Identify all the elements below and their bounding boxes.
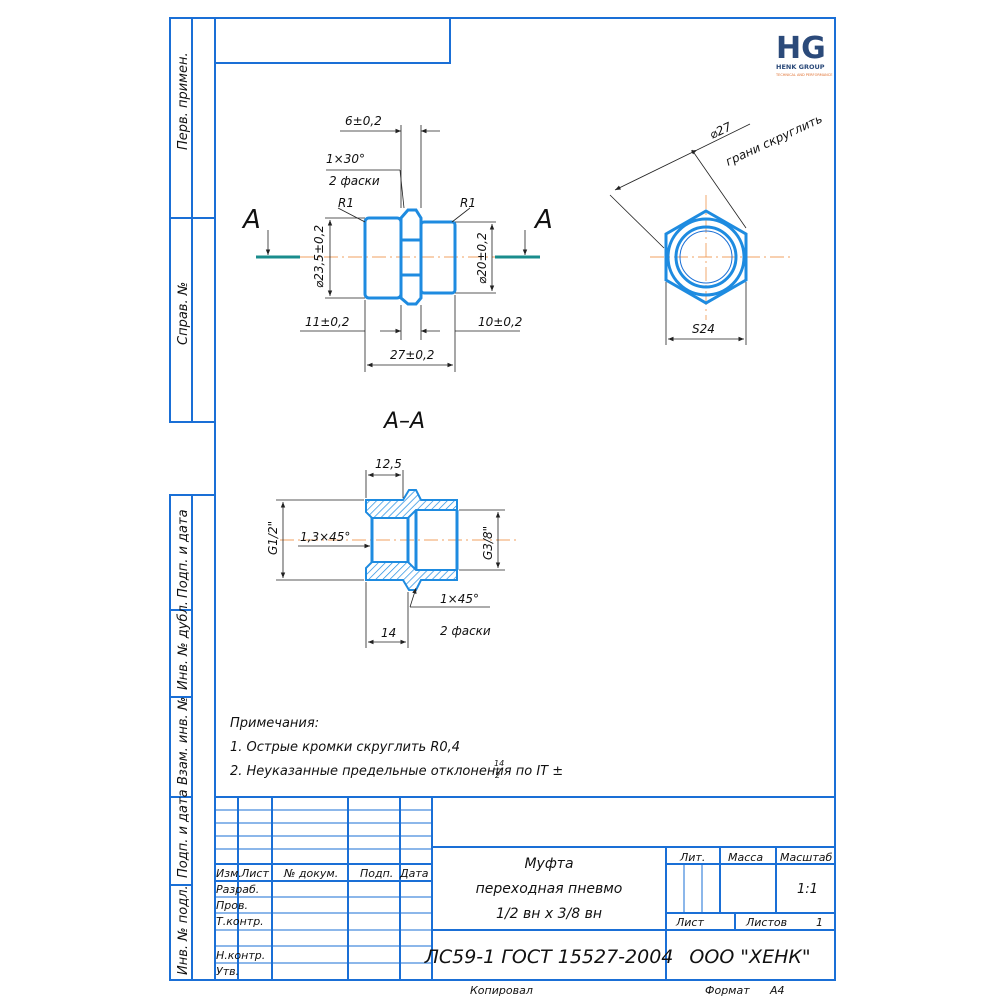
section-cut-left — [256, 230, 300, 259]
dim-r1-left: R1 — [338, 196, 354, 210]
dim-chamfer-3: 1×45° — [440, 592, 479, 606]
tb-utv: Утв. — [216, 965, 239, 978]
tb-format: Формат — [705, 984, 750, 997]
dim-chamfer-3-note: 2 фаски — [440, 624, 491, 638]
dim-12-5: 12,5 — [375, 457, 402, 471]
tb-header-podp: Подп. — [360, 867, 393, 880]
side-label-vzam-inv: Взам. инв. № — [176, 697, 191, 785]
front-view-part — [363, 208, 457, 306]
section-cut-right — [495, 230, 540, 259]
left-side-strip — [169, 17, 216, 981]
section-view-part — [365, 489, 459, 591]
company-logo: HG HENK GROUP TECHNICAL AND PERFORMANCE — [775, 31, 832, 77]
dim-r1-right: R1 — [460, 196, 476, 210]
notes-title: Примечания: — [230, 716, 319, 731]
tb-listov-value: 1 — [816, 916, 823, 929]
side-label-podp-data-2: Подп. и дата — [176, 789, 191, 878]
section-title: A–A — [382, 409, 425, 434]
dim-edges-note: грани скруглить — [723, 112, 824, 169]
tb-listov: Листов — [745, 916, 787, 929]
side-label-inv-podl: Инв. № подл. — [176, 885, 191, 975]
tb-list: Лист — [675, 916, 704, 929]
section-view-dimensions — [276, 470, 505, 648]
note-2: 2. Неуказанные предельные отклонения по … — [230, 764, 563, 779]
note-2-num: 14 — [494, 759, 504, 768]
dim-chamfer-1: 1×30° — [326, 152, 365, 166]
tb-name-line-1: Муфта — [524, 856, 573, 872]
tb-tkontr: Т.контр. — [216, 915, 264, 928]
note-1: 1. Острые кромки скруглить R0,4 — [230, 740, 460, 755]
top-left-box — [214, 17, 451, 64]
tb-header-dokum: № докум. — [283, 867, 338, 880]
dim-27: 27±0,2 — [390, 348, 434, 362]
side-label-sprav-no: Справ. № — [176, 282, 191, 345]
side-view-part — [650, 195, 790, 320]
tb-massa: Масса — [728, 851, 763, 864]
tb-header-list: Лист — [240, 867, 269, 880]
front-view-dimensions — [300, 125, 520, 372]
tb-header-data: Дата — [399, 867, 429, 880]
dim-dia-20: ⌀20±0,2 — [475, 232, 489, 284]
tb-masshtab: Масштаб — [780, 851, 832, 864]
tb-organization: ООО "ХЕНК" — [689, 946, 810, 968]
section-mark-left: A — [241, 205, 261, 235]
dim-11: 11±0,2 — [305, 315, 349, 329]
logo-company: HENK GROUP — [776, 63, 825, 71]
dim-g3-8: G3/8" — [481, 526, 495, 560]
side-label-podp-data: Подп. и дата — [176, 509, 191, 598]
dim-g1-2: G1/2" — [266, 521, 280, 555]
dim-10: 10±0,2 — [478, 315, 522, 329]
tb-kopiroval: Копировал — [470, 984, 533, 997]
dim-6: 6±0,2 — [345, 114, 382, 128]
dim-chamfer-1-note: 2 фаски — [329, 174, 380, 188]
logo-tagline: TECHNICAL AND PERFORMANCE — [775, 73, 832, 77]
side-label-inv-dubl: Инв. № дубл. — [176, 601, 191, 690]
tb-header-izm: Изм. — [216, 867, 242, 880]
dim-14: 14 — [381, 626, 396, 640]
tb-razrab: Разраб. — [216, 883, 259, 896]
logo-mark: HG — [776, 31, 826, 66]
dim-s24: S24 — [692, 322, 715, 336]
tb-name-line-2: переходная пневмо — [476, 881, 623, 897]
tb-material: ЛС59-1 ГОСТ 15527-2004 — [424, 946, 674, 968]
note-2-den: 2 — [495, 771, 500, 780]
tb-name-line-3: 1/2 вн х 3/8 вн — [496, 906, 602, 922]
tb-nkontr: Н.контр. — [216, 949, 265, 962]
tb-format-value: А4 — [769, 984, 785, 997]
dim-dia-23-5: ⌀23,5±0,2 — [312, 225, 326, 288]
tb-lit: Лит. — [679, 851, 705, 864]
side-view-dimensions — [609, 123, 751, 345]
section-mark-right: A — [533, 205, 553, 235]
tb-scale-value: 1:1 — [797, 882, 818, 897]
tb-prov: Пров. — [216, 899, 248, 912]
title-block-grid — [215, 796, 835, 980]
dim-chamfer-2: 1,3×45° — [300, 530, 350, 544]
side-label-perv-primen: Перв. примен. — [176, 52, 191, 150]
